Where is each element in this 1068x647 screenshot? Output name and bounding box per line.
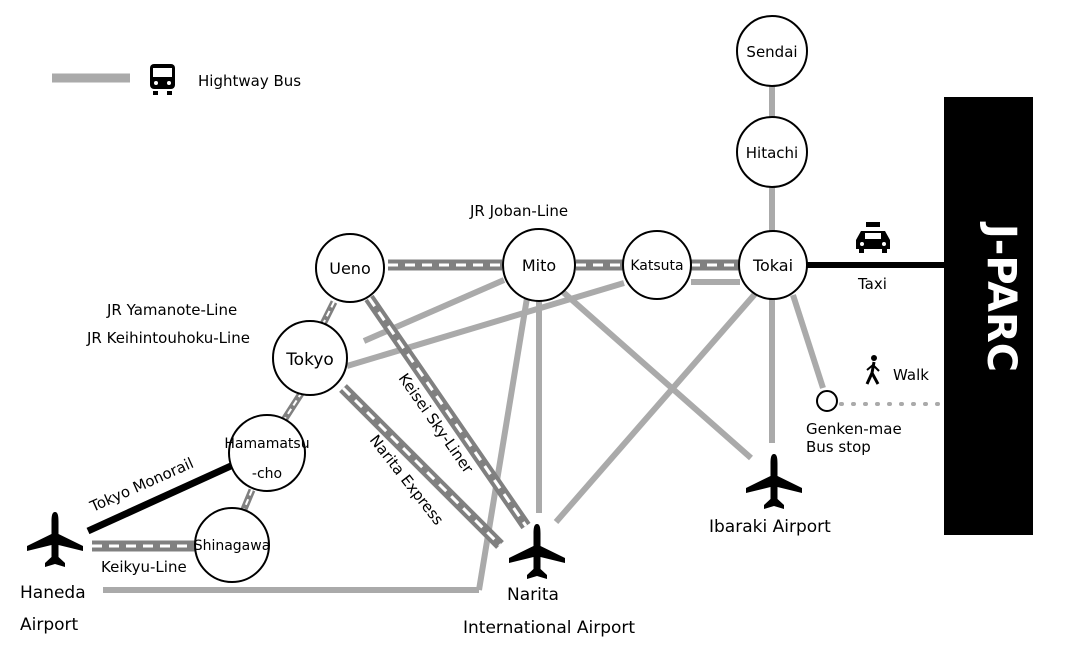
station-mito: Mito: [502, 228, 576, 302]
bus-stop-label: Bus stop: [806, 438, 871, 456]
bus-route-tokyo-mito: [362, 277, 506, 344]
bus-stop-label: Genken-mae: [806, 420, 902, 438]
taxi-label: Taxi: [857, 275, 887, 293]
station-katsuta: Katsuta: [622, 230, 692, 300]
station-hamamatsucho: Hamamatsu -cho: [224, 414, 310, 492]
station-label: Hamamatsu: [224, 436, 309, 452]
station-label: Hitachi: [746, 144, 798, 162]
bus-route-tokai-genkenmae: [790, 294, 826, 389]
legend-bus-label: Hightway Bus: [198, 72, 301, 90]
station-label: Tokyo: [285, 350, 334, 370]
bus-route-katsuta-narita: [476, 297, 530, 591]
narita-express-track: [339, 384, 504, 549]
ibaraki-airport-label: Ibaraki Airport: [709, 517, 831, 537]
station-label: Mito: [522, 256, 556, 275]
pedestrian-icon: [865, 355, 880, 385]
bus-route-tokyo-katsuta: [346, 280, 625, 369]
station-label: Sendai: [746, 43, 797, 61]
station-tokai: Tokai: [738, 230, 808, 300]
station-label: Shinagawa: [194, 538, 271, 554]
taxi-icon: [856, 222, 890, 253]
station-sendai: Sendai: [736, 15, 808, 87]
station-shinagawa: Shinagawa: [194, 507, 271, 583]
station-tokyo: Tokyo: [272, 320, 348, 396]
keisei-skyliner-track: [364, 294, 531, 530]
narita-airport-label: International Airport: [463, 618, 635, 638]
station-hitachi: Hitachi: [736, 116, 808, 188]
station-label: Ueno: [329, 259, 370, 278]
airplane-icon: [746, 454, 802, 509]
station-label: -cho: [252, 466, 282, 482]
yamanote-line-label: JR Yamanote-Line: [106, 301, 237, 319]
station-ueno: Ueno: [315, 233, 385, 303]
bus-route-mito-ibaraki: [561, 289, 753, 461]
tokyo-monorail-track: [86, 461, 235, 535]
station-label: Katsuta: [630, 258, 683, 274]
haneda-airport-label: Haneda: [20, 583, 86, 603]
station-label: Tokai: [752, 256, 793, 275]
bus-icon: [150, 64, 175, 95]
walk-label: Walk: [893, 366, 929, 384]
haneda-airport-label: Airport: [20, 615, 79, 635]
keikyu-line-label: Keikyu-Line: [101, 558, 187, 576]
joban-line-label: JR Joban-Line: [469, 202, 568, 220]
narita-airport-label: Narita: [507, 585, 559, 605]
airplane-icon: [509, 524, 565, 579]
jparc-block: [944, 97, 1033, 535]
jparc-label: J-PARC: [978, 221, 1024, 372]
bus-route-tokai-narita: [553, 292, 758, 524]
bus-stop-marker: [816, 390, 838, 412]
keihintouhoku-line-label: JR Keihintouhoku-Line: [86, 329, 250, 347]
airplane-icon: [27, 512, 83, 567]
